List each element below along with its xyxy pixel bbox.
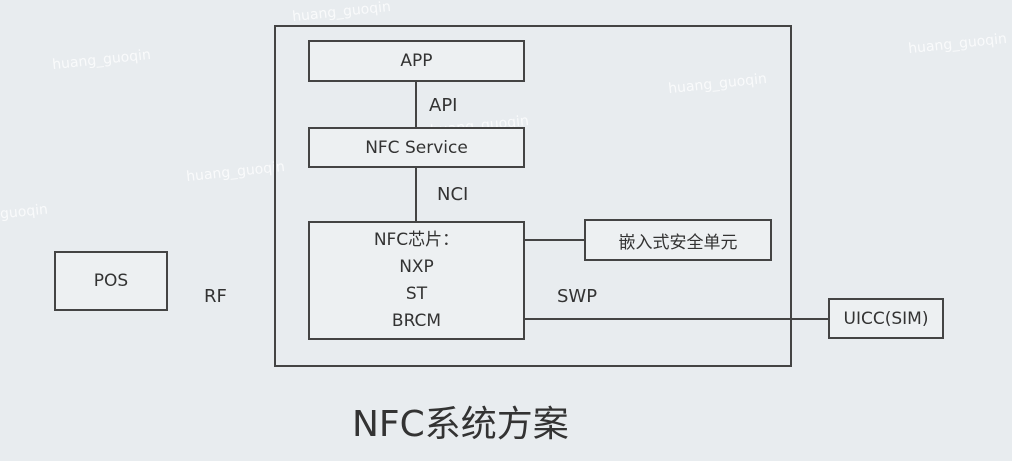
swp-label: SWP (557, 286, 598, 307)
api-label: API (429, 95, 458, 116)
watermark: huang_guoqin (291, 0, 392, 26)
watermark: huang_guoqin (51, 46, 152, 74)
uicc-label: UICC(SIM) (843, 308, 929, 329)
nci-label: NCI (437, 184, 469, 205)
nfc-chip-vendor: ST (405, 283, 428, 304)
app-box: APP (308, 40, 525, 82)
nfc-service-box: NFC Service (308, 127, 525, 168)
watermark: huang_guoqin (907, 30, 1008, 58)
uicc-box: UICC(SIM) (828, 298, 944, 339)
watermark: guoqin (0, 201, 49, 223)
nfc-chip-heading: NFC芯片： (373, 229, 460, 250)
swp-connector (525, 318, 828, 320)
nfc-chip-vendor: BRCM (391, 310, 442, 331)
pos-label: POS (93, 271, 129, 291)
watermark: huang_guoqin (185, 158, 286, 186)
embedded-se-box: 嵌入式安全单元 (584, 219, 772, 261)
api-connector (415, 82, 417, 127)
nci-connector (415, 168, 417, 221)
embedded-se-label: 嵌入式安全单元 (618, 232, 738, 253)
diagram-title: NFC系统方案 (352, 404, 569, 445)
rf-label: RF (204, 286, 227, 307)
nfc-service-label: NFC Service (365, 137, 468, 158)
chip-to-se-connector (525, 239, 584, 241)
nfc-chip-vendor: NXP (399, 256, 434, 277)
pos-box: POS (54, 251, 168, 311)
app-label: APP (400, 51, 433, 71)
nfc-chip-box: NFC芯片： NXP ST BRCM (308, 221, 525, 340)
system-boundary-box (274, 25, 792, 367)
